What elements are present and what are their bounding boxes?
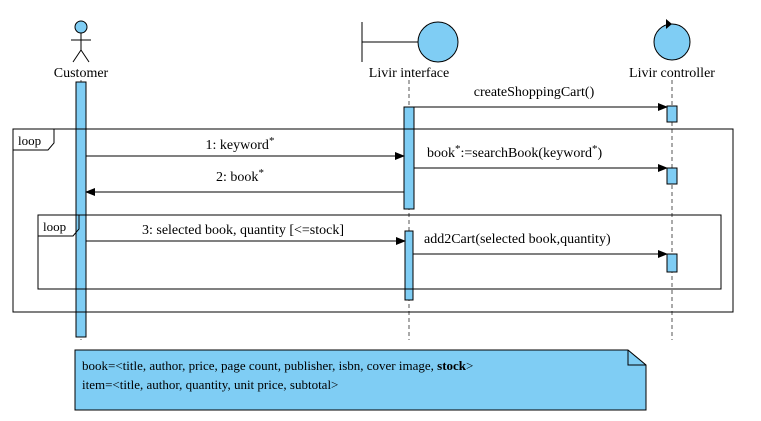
activation-interface-1 — [403, 106, 415, 210]
actor-customer-icon[interactable] — [71, 20, 91, 63]
activation-controller-2 — [666, 167, 678, 185]
fragment-inner-operator: loop — [43, 219, 66, 234]
note-line-1: book=<title, author, price, page count, … — [82, 358, 473, 373]
note-box — [74, 349, 647, 411]
message-label-book-return: 2: book* — [216, 167, 264, 185]
control-controller-icon[interactable] — [653, 19, 691, 61]
activation-controller-3 — [666, 253, 678, 273]
activation-controller-1 — [666, 105, 678, 123]
message-label-selected-book: 3: selected book, quantity [<=stock] — [142, 223, 344, 238]
activation-interface-2 — [404, 230, 414, 301]
activation-customer — [75, 81, 87, 338]
participant-label-customer: Customer — [54, 66, 109, 81]
fragment-inner-loop — [37, 214, 722, 290]
message-label-keyword: 1: keyword* — [206, 135, 275, 153]
message-label-add2cart: add2Cart(selected book,quantity) — [424, 232, 611, 247]
note-line-2: item=<title, author, quantity, unit pric… — [82, 377, 338, 392]
message-label-create-cart: createShoppingCart() — [474, 85, 595, 100]
participant-label-interface: Livir interface — [369, 66, 449, 81]
message-label-search-book: book*:=searchBook(keyword*) — [427, 143, 603, 161]
fragment-outer-loop — [12, 128, 734, 313]
boundary-interface-icon[interactable] — [361, 21, 459, 63]
fragment-outer-operator: loop — [18, 133, 41, 148]
participant-label-controller: Livir controller — [629, 66, 715, 81]
